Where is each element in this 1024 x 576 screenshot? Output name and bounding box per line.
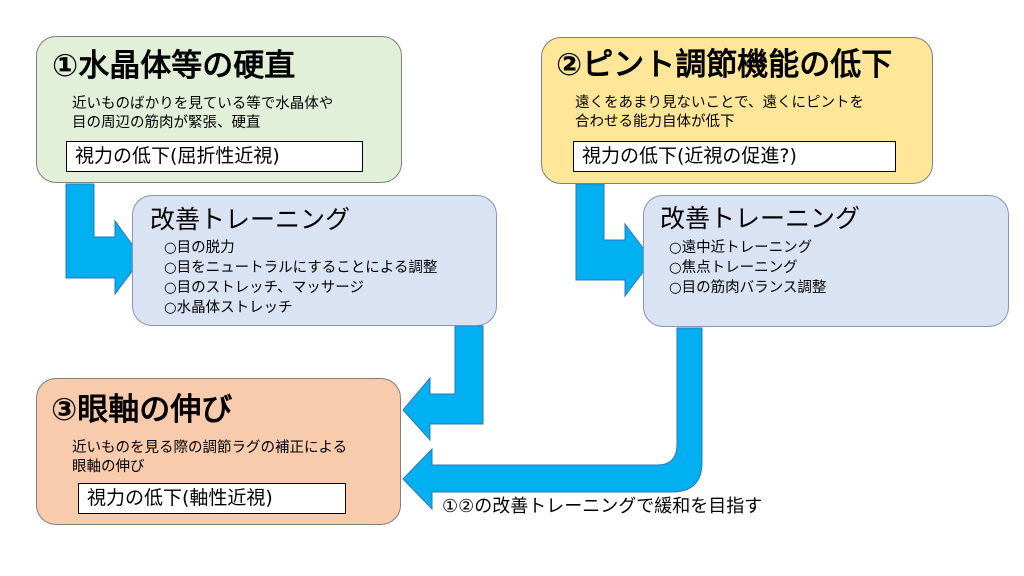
axial-elongation-box: ③眼軸の伸び 近いものを見る際の調節ラグの補正による 眼軸の伸び 視力の低下(軸… bbox=[36, 378, 401, 525]
training1-item: ○水晶体ストレッチ bbox=[164, 300, 293, 316]
box3-result: 視力の低下(軸性近視) bbox=[78, 483, 346, 514]
training-box-2: 改善トレーニング ○遠中近トレーニング ○焦点トレーニング ○目の筋肉バランス調… bbox=[643, 195, 1009, 327]
box1-description-line: 目の周辺の筋肉が緊張、硬直 bbox=[72, 115, 261, 131]
training-box-1: 改善トレーニング ○目の脱力 ○目をニュートラルにすることによる調整 ○目のスト… bbox=[132, 195, 497, 326]
box2-description-line: 遠くをあまり見ないことで、遠くにピントを bbox=[575, 95, 864, 111]
box3-description-line: 近いものを見る際の調節ラグの補正による bbox=[72, 440, 348, 456]
arrow-training1-to-box3 bbox=[402, 325, 484, 442]
box1-description: 近いものばかりを見ている等で水晶体や 目の周辺の筋肉が緊張、硬直 bbox=[72, 95, 333, 133]
box1-description-line: 近いものばかりを見ている等で水晶体や bbox=[72, 96, 334, 112]
refractive-myopia-box: ①水晶体等の硬直 近いものばかりを見ている等で水晶体や 目の周辺の筋肉が緊張、硬… bbox=[36, 36, 402, 183]
training1-title: 改善トレーニング bbox=[150, 205, 351, 234]
arrow-box2-to-training2 bbox=[575, 183, 653, 298]
box2-title: ②ピント調節機能の低下 bbox=[556, 47, 893, 83]
training1-list: ○目の脱力 ○目をニュートラルにすることによる調整 ○目のストレッチ、マッサージ… bbox=[164, 238, 437, 318]
mitigation-note: ①②の改善トレーニングで緩和を目指す bbox=[442, 496, 763, 517]
box1-result: 視力の低下(屈折性近視) bbox=[66, 141, 363, 172]
arrow-box1-to-training1 bbox=[65, 183, 143, 296]
training1-item: ○目の脱力 bbox=[164, 240, 235, 256]
training2-item: ○遠中近トレーニング bbox=[669, 240, 813, 256]
training2-title: 改善トレーニング bbox=[660, 204, 861, 233]
box1-title: ①水晶体等の硬直 bbox=[52, 48, 296, 84]
focus-function-box: ②ピント調節機能の低下 遠くをあまり見ないことで、遠くにピントを 合わせる能力自… bbox=[541, 37, 933, 184]
training2-item: ○焦点トレーニング bbox=[669, 260, 798, 276]
arrow-training2-to-box3 bbox=[402, 327, 703, 511]
training1-item: ○目をニュートラルにすることによる調整 bbox=[164, 260, 438, 276]
training1-item: ○目のストレッチ、マッサージ bbox=[164, 280, 364, 296]
box3-description-line: 眼軸の伸び bbox=[72, 459, 145, 475]
training2-list: ○遠中近トレーニング ○焦点トレーニング ○目の筋肉バランス調整 bbox=[669, 238, 826, 298]
box2-description: 遠くをあまり見ないことで、遠くにピントを 合わせる能力自体が低下 bbox=[575, 94, 864, 132]
box3-description: 近いものを見る際の調節ラグの補正による 眼軸の伸び bbox=[72, 439, 347, 477]
box2-description-line: 合わせる能力自体が低下 bbox=[575, 114, 735, 130]
box2-result: 視力の低下(近視の促進?) bbox=[573, 141, 896, 172]
training2-item: ○目の筋肉バランス調整 bbox=[669, 280, 827, 296]
box3-title: ③眼軸の伸び bbox=[51, 392, 233, 428]
